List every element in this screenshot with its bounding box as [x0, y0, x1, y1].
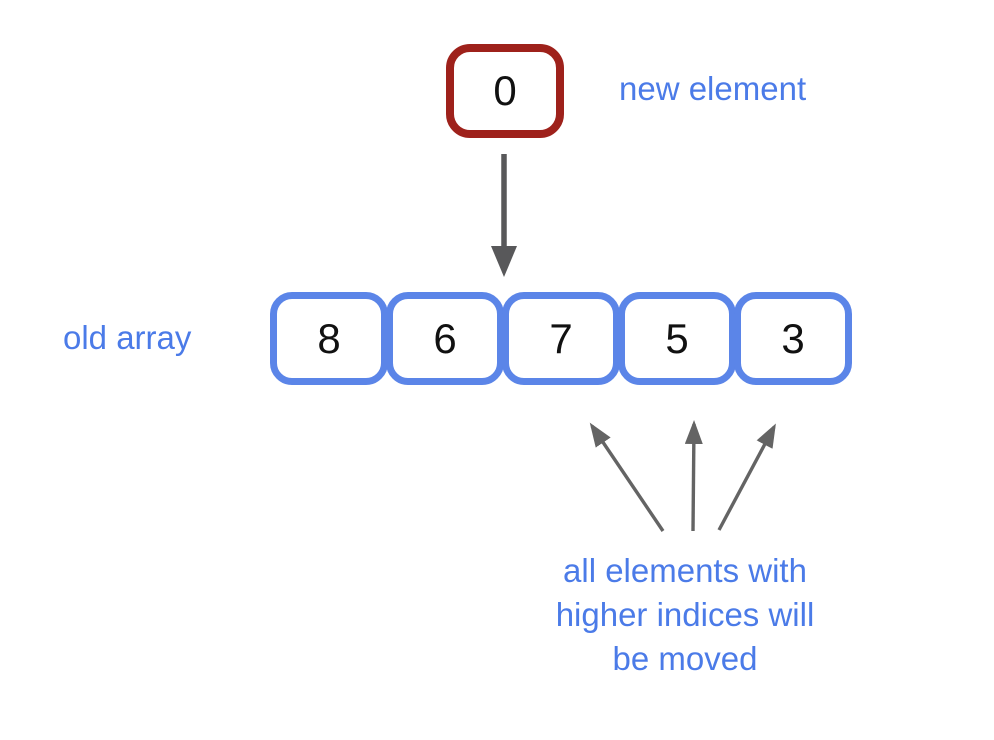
array-cell-value: 6: [433, 314, 457, 362]
array-cell-0: 8: [270, 292, 388, 385]
old-array-row: 8 6 7 5 3: [270, 292, 852, 385]
new-element-box: 0: [446, 44, 564, 138]
new-element-label: new element: [619, 70, 807, 107]
caption-line: higher indices will: [555, 596, 815, 633]
caption-line: all elements with: [563, 552, 807, 589]
array-cell-1: 6: [386, 292, 504, 385]
array-cell-value: 8: [317, 314, 341, 362]
new-element-value: 0: [493, 67, 517, 114]
caption-text: all elements with higher indices will be…: [502, 549, 868, 681]
array-cell-value: 7: [549, 314, 573, 362]
old-array-label: old array: [63, 319, 192, 356]
caption-line: be moved: [612, 640, 758, 677]
array-cell-value: 3: [781, 314, 805, 362]
array-cell-4: 3: [734, 292, 852, 385]
array-cell-3: 5: [618, 292, 736, 385]
array-cell-value: 5: [665, 314, 689, 362]
array-cell-2: 7: [502, 292, 620, 385]
